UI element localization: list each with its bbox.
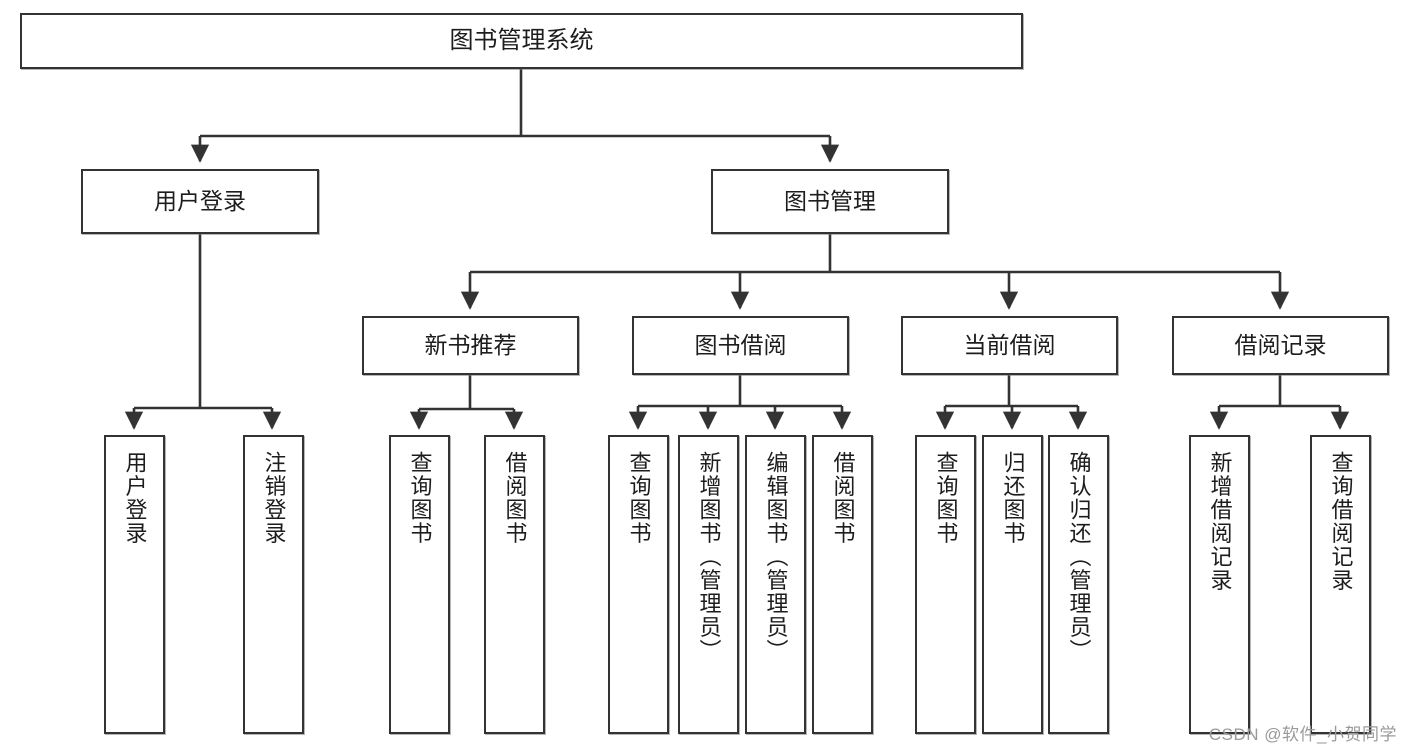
node-book-manage-label: 图书管理 [784, 187, 876, 214]
node-root-label: 图书管理系统 [449, 26, 594, 54]
node-borrow-record-label: 借阅记录 [1234, 331, 1327, 358]
node-leaf-user-login-label: 用户登录 [122, 451, 148, 545]
node-leaf-add-book-label: 新增图书（管理员） [696, 451, 722, 663]
node-leaf-borrow-book-2-label: 借阅图书 [830, 451, 856, 545]
node-new-book-recommend-label: 新书推荐 [424, 331, 517, 358]
node-leaf-return-book-label: 归还图书 [1000, 451, 1026, 545]
node-book-borrow-label: 图书借阅 [694, 331, 787, 358]
watermark: CSDN @软件_小贺同学 [1208, 725, 1397, 744]
node-root[interactable]: 图书管理系统 [20, 13, 1023, 69]
node-leaf-add-record-label: 新增借阅记录 [1207, 451, 1233, 592]
node-borrow-record[interactable]: 借阅记录 [1172, 316, 1389, 375]
node-leaf-user-login[interactable]: 用户登录 [104, 435, 165, 734]
node-leaf-query-book-3[interactable]: 查询图书 [915, 435, 976, 734]
node-current-borrow[interactable]: 当前借阅 [901, 316, 1118, 375]
node-leaf-edit-book-label: 编辑图书（管理员） [763, 451, 789, 663]
node-leaf-confirm-return-label: 确认归还（管理员） [1066, 451, 1092, 663]
node-leaf-borrow-book-2[interactable]: 借阅图书 [812, 435, 873, 734]
node-current-borrow-label: 当前借阅 [963, 331, 1056, 358]
node-leaf-user-logout[interactable]: 注销登录 [243, 435, 304, 734]
node-user-login[interactable]: 用户登录 [81, 169, 319, 234]
node-leaf-confirm-return[interactable]: 确认归还（管理员） [1048, 435, 1109, 734]
node-leaf-query-book-1[interactable]: 查询图书 [389, 435, 450, 734]
node-user-login-label: 用户登录 [154, 187, 246, 214]
node-book-borrow[interactable]: 图书借阅 [632, 316, 849, 375]
node-leaf-user-logout-label: 注销登录 [261, 451, 287, 545]
node-leaf-query-book-2[interactable]: 查询图书 [608, 435, 669, 734]
node-new-book-recommend[interactable]: 新书推荐 [362, 316, 579, 375]
node-leaf-query-book-1-label: 查询图书 [407, 451, 433, 545]
node-book-manage[interactable]: 图书管理 [711, 169, 949, 234]
node-leaf-query-book-3-label: 查询图书 [933, 451, 959, 545]
node-leaf-add-book[interactable]: 新增图书（管理员） [678, 435, 739, 734]
node-leaf-borrow-book-1-label: 借阅图书 [502, 451, 528, 545]
node-leaf-query-record-label: 查询借阅记录 [1328, 451, 1354, 592]
node-leaf-return-book[interactable]: 归还图书 [982, 435, 1043, 734]
node-leaf-add-record[interactable]: 新增借阅记录 [1189, 435, 1250, 734]
node-leaf-query-book-2-label: 查询图书 [626, 451, 652, 545]
node-leaf-edit-book[interactable]: 编辑图书（管理员） [745, 435, 806, 734]
node-leaf-query-record[interactable]: 查询借阅记录 [1310, 435, 1371, 734]
node-leaf-borrow-book-1[interactable]: 借阅图书 [484, 435, 545, 734]
